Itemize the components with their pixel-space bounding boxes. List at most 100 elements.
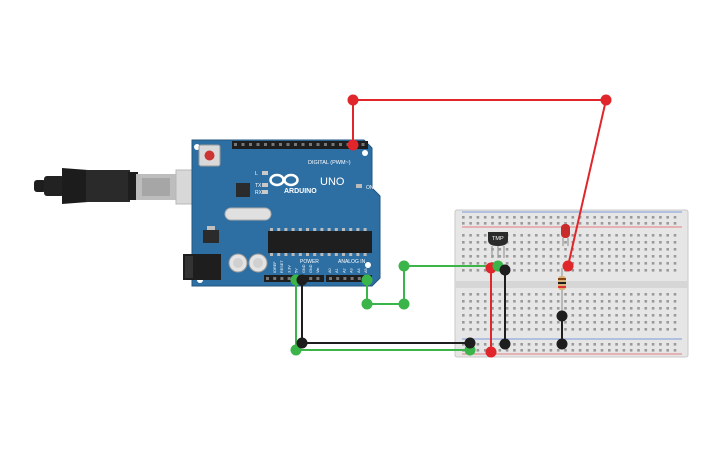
breadboard-hole[interactable] xyxy=(629,293,633,296)
breadboard-hole[interactable] xyxy=(476,314,480,317)
breadboard-hole[interactable] xyxy=(586,269,589,272)
breadboard-hole[interactable] xyxy=(549,343,553,346)
breadboard-hole[interactable] xyxy=(578,300,582,303)
breadboard-hole[interactable] xyxy=(637,255,640,258)
breadboard-hole[interactable] xyxy=(462,293,465,296)
breadboard-hole[interactable] xyxy=(535,321,538,324)
breadboard-hole[interactable] xyxy=(608,222,611,225)
breadboard-hole[interactable] xyxy=(578,241,582,244)
breadboard-hole[interactable] xyxy=(469,222,472,225)
breadboard-hole[interactable] xyxy=(578,234,582,237)
breadboard-hole[interactable] xyxy=(600,314,604,317)
breadboard-hole[interactable] xyxy=(476,269,480,272)
breadboard-hole[interactable] xyxy=(629,349,633,352)
breadboard-hole[interactable] xyxy=(644,241,648,244)
wire-endpoint[interactable] xyxy=(296,337,308,349)
breadboard-hole[interactable] xyxy=(659,241,662,244)
header-pin[interactable] xyxy=(241,143,245,146)
breadboard-hole[interactable] xyxy=(535,269,538,272)
breadboard-hole[interactable] xyxy=(527,255,531,258)
breadboard-hole[interactable] xyxy=(491,216,494,219)
breadboard-hole[interactable] xyxy=(608,300,611,303)
breadboard-hole[interactable] xyxy=(520,343,523,346)
breadboard-hole[interactable] xyxy=(622,216,626,219)
breadboard-hole[interactable] xyxy=(476,234,480,237)
breadboard-hole[interactable] xyxy=(476,255,480,258)
power-jack[interactable] xyxy=(183,254,221,280)
breadboard-hole[interactable] xyxy=(520,248,523,251)
breadboard-hole[interactable] xyxy=(483,300,487,303)
breadboard-hole[interactable] xyxy=(644,222,648,225)
breadboard-hole[interactable] xyxy=(498,216,502,219)
breadboard-hole[interactable] xyxy=(483,222,487,225)
breadboard-hole[interactable] xyxy=(644,248,648,251)
breadboard-hole[interactable] xyxy=(571,307,575,310)
breadboard-hole[interactable] xyxy=(527,300,531,303)
wire-endpoint[interactable] xyxy=(347,139,359,151)
breadboard-hole[interactable] xyxy=(615,241,618,244)
breadboard-hole[interactable] xyxy=(586,321,589,324)
breadboard-hole[interactable] xyxy=(666,216,669,219)
arduino-uno-board[interactable]: DIGITAL (PWM~) ARDUINO UNO ON L TX RX xyxy=(183,139,381,287)
breadboard-hole[interactable] xyxy=(542,300,545,303)
breadboard-hole[interactable] xyxy=(469,262,472,265)
breadboard-hole[interactable] xyxy=(556,307,560,310)
breadboard-hole[interactable] xyxy=(542,314,545,317)
breadboard-hole[interactable] xyxy=(651,300,655,303)
wire-endpoint[interactable] xyxy=(600,94,612,106)
breadboard-hole[interactable] xyxy=(673,241,677,244)
breadboard-hole[interactable] xyxy=(513,328,516,331)
breadboard-hole[interactable] xyxy=(469,255,472,258)
breadboard-hole[interactable] xyxy=(666,255,669,258)
breadboard-hole[interactable] xyxy=(622,328,626,331)
breadboard-hole[interactable] xyxy=(615,293,618,296)
breadboard-hole[interactable] xyxy=(637,248,640,251)
breadboard-hole[interactable] xyxy=(462,314,465,317)
breadboard-hole[interactable] xyxy=(637,300,640,303)
breadboard-hole[interactable] xyxy=(593,255,596,258)
breadboard-hole[interactable] xyxy=(578,349,582,352)
breadboard-hole[interactable] xyxy=(556,349,560,352)
breadboard-hole[interactable] xyxy=(483,343,487,346)
breadboard-hole[interactable] xyxy=(622,321,626,324)
breadboard-hole[interactable] xyxy=(476,216,480,219)
breadboard-hole[interactable] xyxy=(659,262,662,265)
breadboard-hole[interactable] xyxy=(556,300,560,303)
breadboard-hole[interactable] xyxy=(476,328,480,331)
breadboard-hole[interactable] xyxy=(498,328,502,331)
breadboard-hole[interactable] xyxy=(593,314,596,317)
breadboard-hole[interactable] xyxy=(673,293,677,296)
breadboard-hole[interactable] xyxy=(608,328,611,331)
breadboard-hole[interactable] xyxy=(651,328,655,331)
breadboard-hole[interactable] xyxy=(666,248,669,251)
breadboard-hole[interactable] xyxy=(600,349,604,352)
breadboard-hole[interactable] xyxy=(615,255,618,258)
breadboard-hole[interactable] xyxy=(469,300,472,303)
breadboard-hole[interactable] xyxy=(593,241,596,244)
breadboard-hole[interactable] xyxy=(542,321,545,324)
wire-endpoint[interactable] xyxy=(398,260,410,272)
breadboard-hole[interactable] xyxy=(622,314,626,317)
breadboard-hole[interactable] xyxy=(629,328,633,331)
breadboard-hole[interactable] xyxy=(535,328,538,331)
breadboard-hole[interactable] xyxy=(659,216,662,219)
breadboard-hole[interactable] xyxy=(462,262,465,265)
breadboard-hole[interactable] xyxy=(527,269,531,272)
breadboard-hole[interactable] xyxy=(608,241,611,244)
breadboard-hole[interactable] xyxy=(666,349,669,352)
breadboard-hole[interactable] xyxy=(549,300,553,303)
breadboard-hole[interactable] xyxy=(651,222,655,225)
header-pin[interactable] xyxy=(256,143,260,146)
breadboard-hole[interactable] xyxy=(659,300,662,303)
header-pin[interactable] xyxy=(309,277,313,280)
breadboard-hole[interactable] xyxy=(644,343,648,346)
header-pin[interactable] xyxy=(234,143,237,146)
breadboard-hole[interactable] xyxy=(527,248,531,251)
breadboard-hole[interactable] xyxy=(615,300,618,303)
wire-endpoint[interactable] xyxy=(556,338,568,350)
breadboard-hole[interactable] xyxy=(549,328,553,331)
breadboard-hole[interactable] xyxy=(483,293,487,296)
breadboard-hole[interactable] xyxy=(556,321,560,324)
breadboard-hole[interactable] xyxy=(462,248,465,251)
breadboard-hole[interactable] xyxy=(483,216,487,219)
